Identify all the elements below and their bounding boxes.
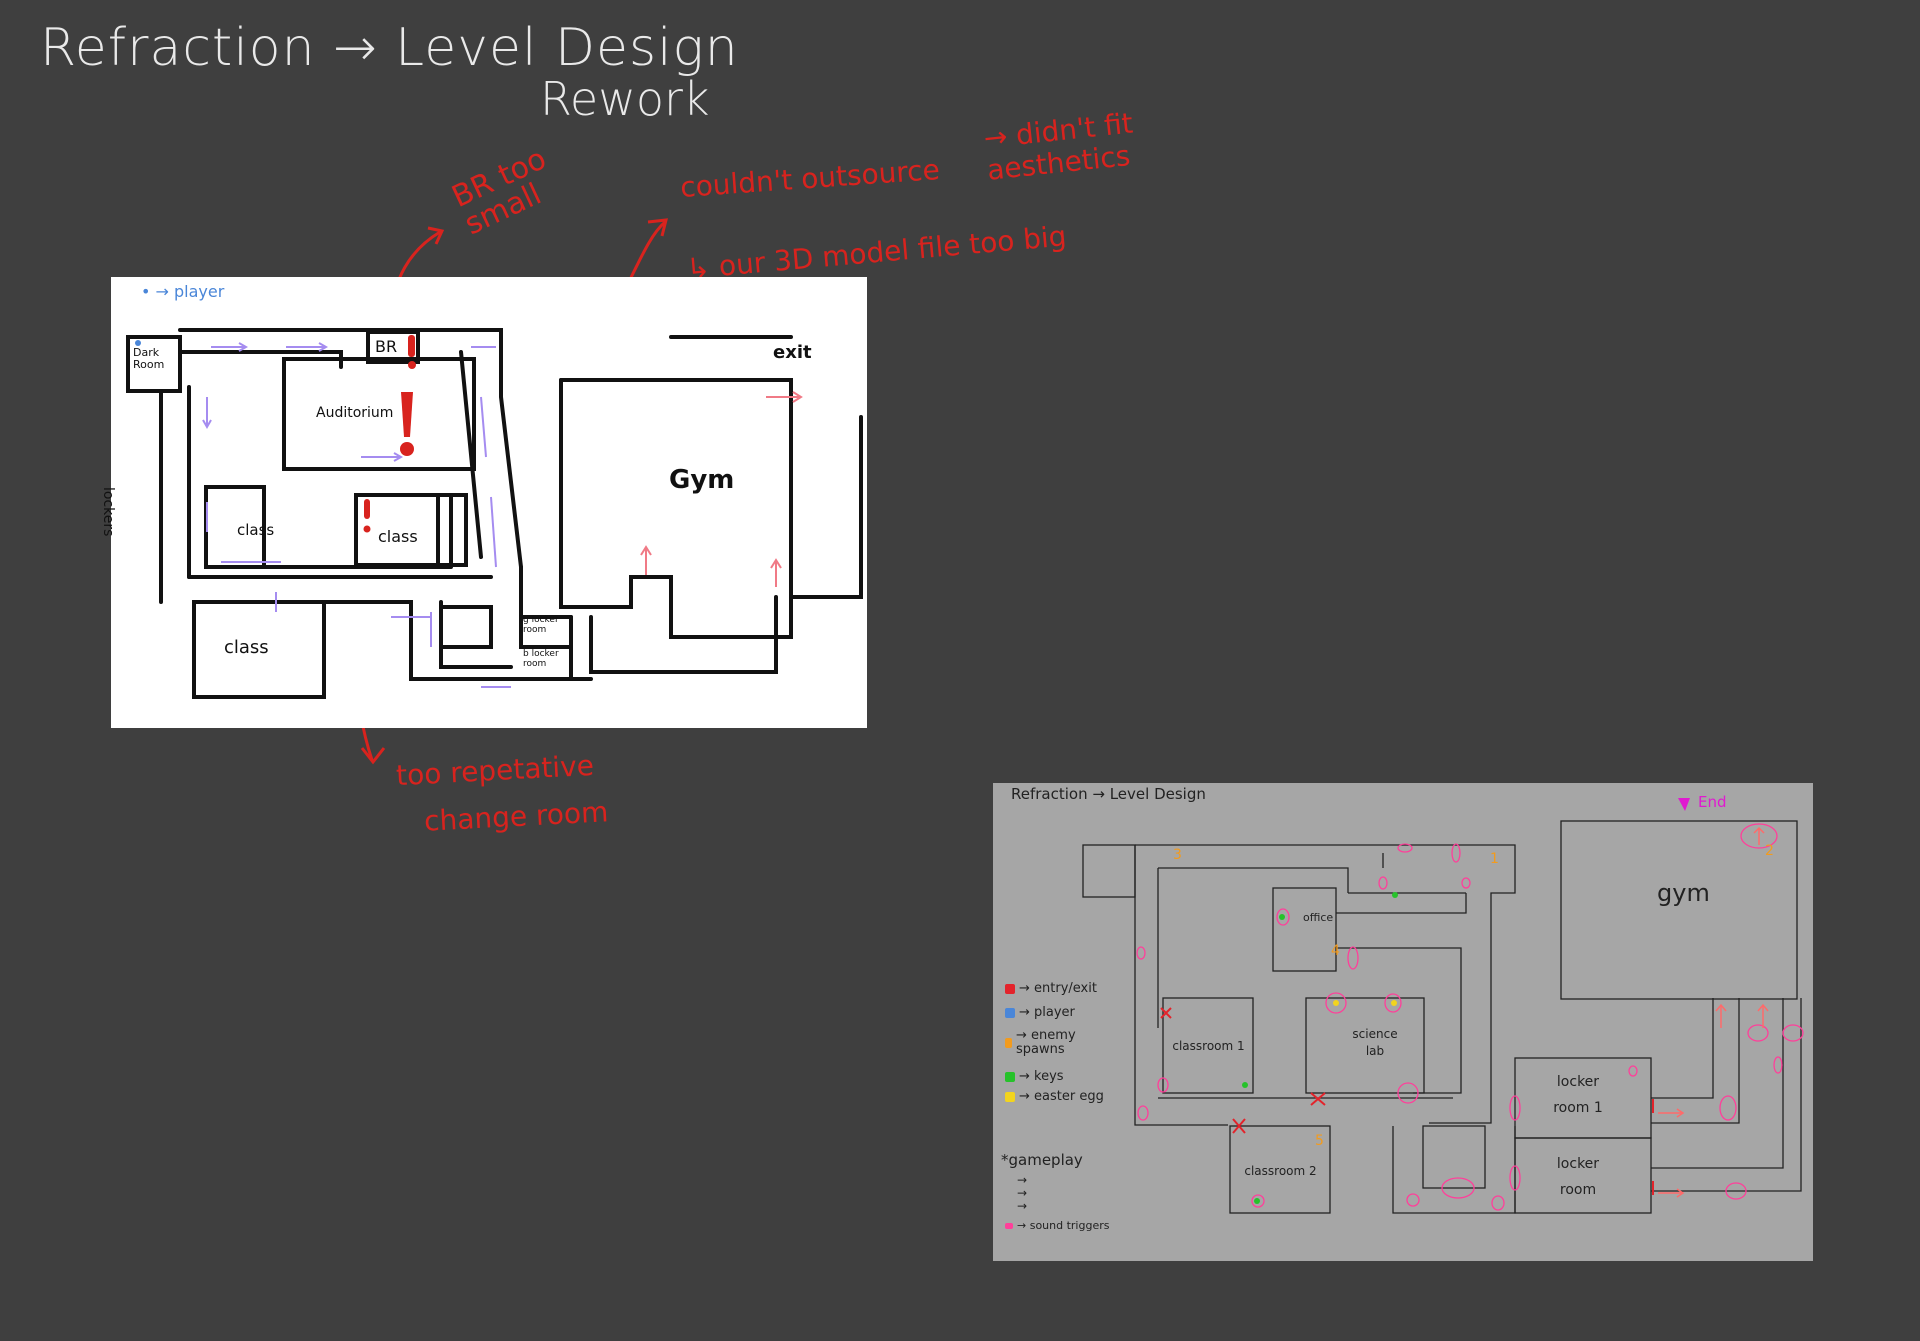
legend-entry-exit: → entry/exit [1005,981,1097,996]
auditorium-label: Auditorium [316,405,394,421]
keys-swatch [1005,1071,1015,1082]
class-label-3: class [224,637,269,658]
enemy-swatch [1005,1038,1013,1048]
end-label: End [1698,793,1727,811]
page-title: Refraction → Level Design [40,18,739,78]
locker-room-2-label: locker room [1556,1156,1600,1198]
class-label-1: class [237,521,275,539]
br-label: BR [375,337,398,356]
enemy-number-2: 2 [1765,843,1774,859]
legend-label: → enemy spawns [1016,1028,1076,1057]
legend-keys: → keys [1005,1069,1064,1084]
classroom-2-label: classroom 2 [1244,1164,1317,1178]
enemy-number-1: 1 [1490,851,1499,867]
sound-swatch [1005,1222,1013,1229]
legend-label: → sound triggers [1017,1219,1110,1232]
enemy-number-5: 5 [1315,1133,1324,1149]
gym-label: Gym [669,465,735,495]
b-locker-label: b locker room [523,649,559,669]
science-lab-label: science lab [1352,1027,1398,1058]
locker-room-1-label: locker room 1 [1553,1074,1603,1116]
class-label-2: class [378,527,418,546]
gameplay-arrow-3: → [1017,1199,1028,1213]
easter-egg-swatch [1005,1091,1015,1102]
sketch-walls [126,328,863,699]
gameplay-heading: *gameplay [1001,1151,1083,1169]
map-title: Refraction → Level Design [1011,785,1206,803]
page-subtitle: Rework [540,72,710,126]
gameplay-arrow-2: → [1017,1186,1028,1200]
enemy-number-3: 3 [1173,847,1182,863]
map-walls [1082,798,1804,1214]
lockers-label: lockers [100,487,116,537]
legend-player: → player [1005,1005,1075,1020]
legend-sound-triggers: → sound triggers [1005,1219,1109,1232]
auditorium-arrow-head [647,218,668,237]
legend-easter-egg: → easter egg [1005,1089,1104,1104]
entry-exit-swatch [1005,983,1015,994]
br-arrow-head [427,226,445,245]
dark-room-label: Dark Room [133,346,165,371]
exit-label: exit [773,342,812,363]
player-swatch [1005,1007,1015,1018]
legend-label: → player [1019,1005,1075,1020]
class-arrow-head [360,747,386,765]
legend-label: → entry/exit [1019,981,1097,996]
reworked-level-map: Refraction → Level Design End office sci… [993,783,1813,1261]
end-marker [1678,798,1690,811]
enemy-number-4: 4 [1331,943,1340,959]
gameplay-arrow-1: → [1017,1173,1028,1187]
g-locker-label: g locker room [523,615,559,635]
legend-enemy-spawns: → enemy spawns [1005,1029,1095,1057]
gym-label: gym [1657,879,1710,907]
legend-label: → keys [1019,1069,1064,1084]
classroom-1-label: classroom 1 [1172,1039,1245,1053]
office-label: office [1303,911,1334,924]
original-level-sketch: • → player Dark Room BR Auditorium locke… [100,277,867,728]
legend-label: → easter egg [1019,1089,1104,1104]
sketch-legend: • → player [141,282,225,301]
